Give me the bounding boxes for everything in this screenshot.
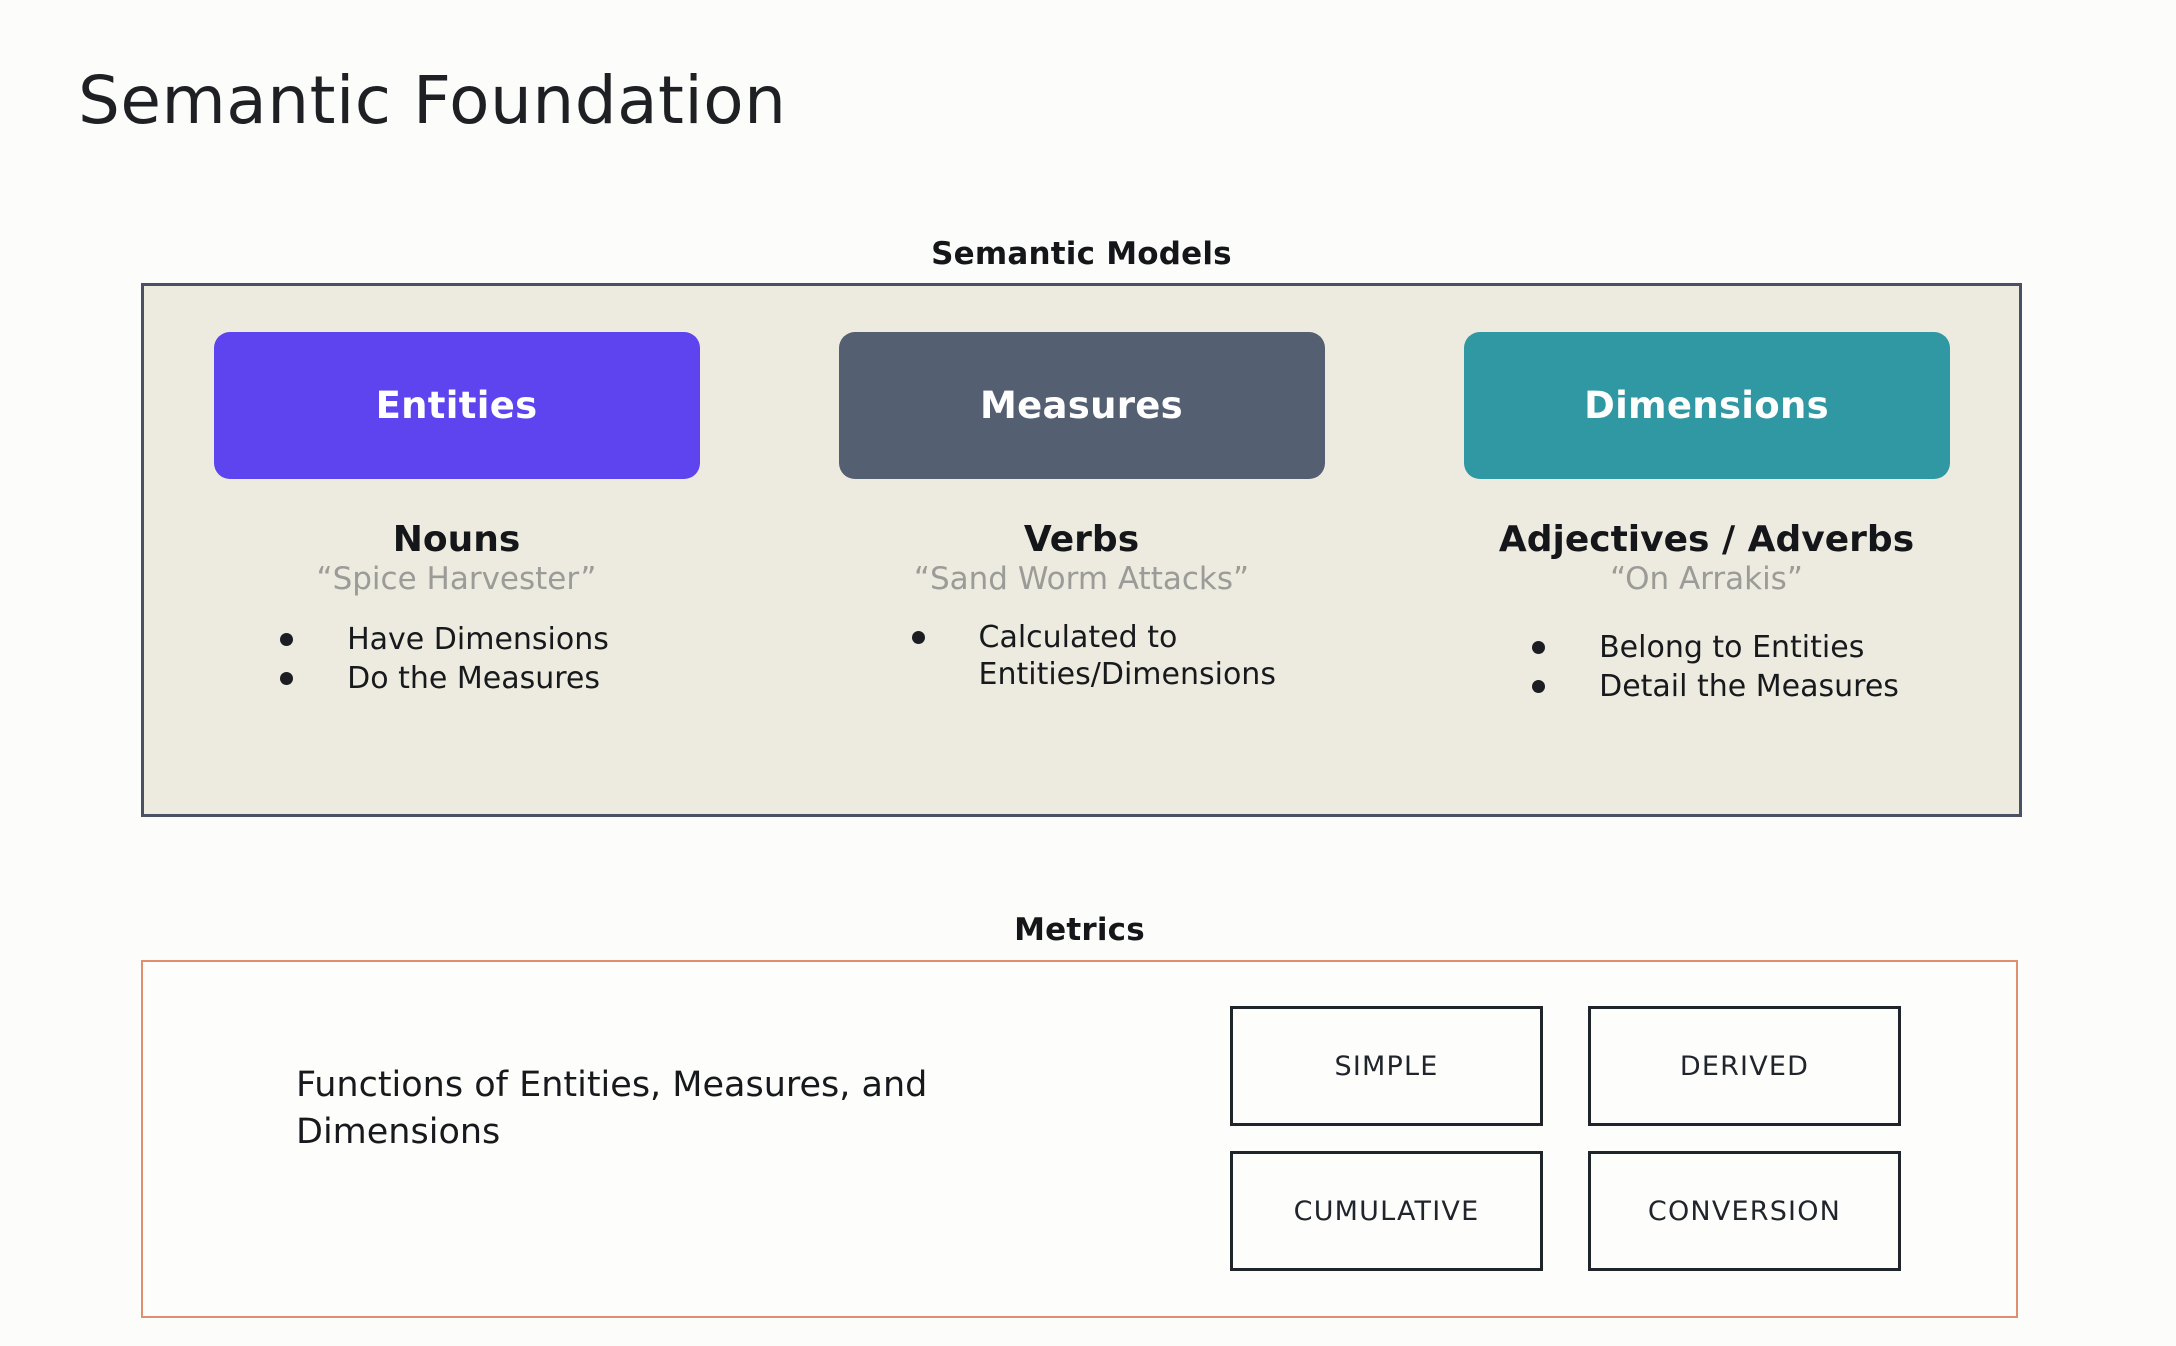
chip-measures[interactable]: Measures	[838, 332, 1325, 479]
example-measures: “Sand Worm Attacks”	[913, 560, 1250, 597]
list-item-label: Detail the Measures	[1599, 668, 1899, 704]
semantic-model-column-entities: Entities Nouns “Spice Harvester” Have Di…	[144, 286, 769, 814]
list-item: Calculated to Entities/Dimensions	[911, 619, 1276, 693]
metrics-panel: Functions of Entities, Measures, and Dim…	[141, 960, 2018, 1318]
bullet-dot-icon	[911, 630, 925, 644]
semantic-model-column-dimensions: Dimensions Adjectives / Adverbs “On Arra…	[1394, 286, 2019, 814]
metric-type-cumulative[interactable]: CUMULATIVE	[1230, 1151, 1543, 1271]
list-item: Do the Measures	[280, 660, 609, 697]
semantic-model-column-measures: Measures Verbs “Sand Worm Attacks” Calcu…	[769, 286, 1394, 814]
example-dimensions: “On Arrakis”	[1610, 560, 1803, 597]
semantic-models-panel: Entities Nouns “Spice Harvester” Have Di…	[141, 283, 2022, 817]
semantic-models-heading: Semantic Models	[931, 236, 1232, 272]
bullet-dot-icon	[280, 671, 294, 685]
list-item: Detail the Measures	[1532, 668, 1899, 705]
bullet-dot-icon	[1532, 640, 1546, 654]
bullet-dot-icon	[1532, 679, 1546, 693]
list-item: Belong to Entities	[1532, 629, 1899, 666]
bullet-list-dimensions: Belong to Entities Detail the Measures	[1532, 629, 1899, 707]
metric-type-simple[interactable]: SIMPLE	[1230, 1006, 1543, 1126]
list-item-label: Do the Measures	[347, 660, 600, 696]
semantic-models-columns: Entities Nouns “Spice Harvester” Have Di…	[144, 286, 2019, 814]
bullet-list-measures: Calculated to Entities/Dimensions	[911, 619, 1276, 695]
chip-dimensions[interactable]: Dimensions	[1463, 332, 1950, 479]
part-of-speech-dimensions: Adjectives / Adverbs	[1498, 519, 1915, 560]
chip-entities[interactable]: Entities	[213, 332, 700, 479]
metric-type-grid: SIMPLE DERIVED CUMULATIVE CONVERSION	[1230, 1006, 1901, 1271]
bullet-dot-icon	[280, 632, 294, 646]
bullet-list-entities: Have Dimensions Do the Measures	[280, 621, 609, 699]
metrics-description: Functions of Entities, Measures, and Dim…	[296, 1065, 928, 1152]
list-item-label: Belong to Entities	[1599, 629, 1865, 665]
page-title: Semantic Foundation	[78, 62, 787, 139]
example-entities: “Spice Harvester”	[316, 560, 597, 597]
part-of-speech-measures: Verbs	[1023, 519, 1140, 560]
metrics-heading: Metrics	[1014, 912, 1145, 948]
list-item: Have Dimensions	[280, 621, 609, 658]
part-of-speech-entities: Nouns	[392, 519, 521, 560]
metric-type-derived[interactable]: DERIVED	[1588, 1006, 1901, 1126]
list-item-label: Have Dimensions	[347, 621, 609, 657]
metric-type-conversion[interactable]: CONVERSION	[1588, 1151, 1901, 1271]
list-item-label: Calculated to Entities/Dimensions	[978, 619, 1276, 692]
